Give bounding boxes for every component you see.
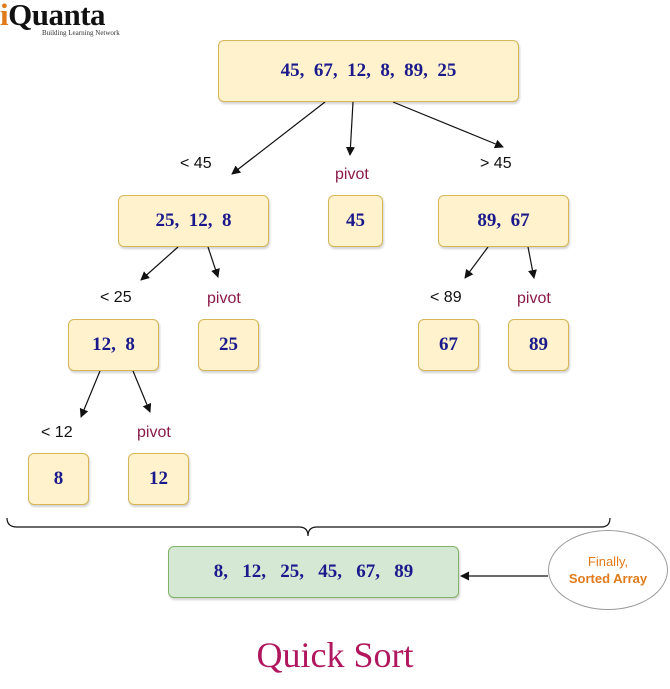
arrow-root-to-right bbox=[392, 101, 504, 149]
arrow-left-to-pivot25 bbox=[207, 246, 220, 278]
arrow-leftleft-to-8 bbox=[79, 370, 101, 418]
node-left: 25, 12, 8 bbox=[118, 195, 269, 247]
label-less-than-89: < 89 bbox=[430, 289, 462, 306]
arrow-right-to-67 bbox=[464, 246, 489, 279]
node-pivot-12: 12 bbox=[128, 453, 189, 505]
arrow-root-to-pivot bbox=[345, 101, 355, 156]
arrow-root-to-left bbox=[231, 101, 326, 175]
node-sorted-result: 8, 12, 25, 45, 67, 89 bbox=[168, 546, 459, 598]
label-greater-than-45: > 45 bbox=[480, 155, 512, 172]
logo-wordmark: iQuanta bbox=[0, 0, 106, 33]
iquanta-logo: iQuanta Building Learning Network bbox=[0, 0, 140, 40]
logo-name: Quanta bbox=[8, 0, 106, 32]
label-pivot-12: pivot bbox=[137, 424, 171, 441]
label-less-than-25: < 25 bbox=[100, 289, 132, 306]
label-less-than-12: < 12 bbox=[41, 424, 73, 441]
logo-accent: i bbox=[0, 0, 9, 32]
node-pivot-25: 25 bbox=[198, 319, 259, 371]
node-leaf-8: 8 bbox=[28, 453, 89, 505]
node-left-left: 12, 8 bbox=[68, 319, 159, 371]
diagram-title: Quick Sort bbox=[256, 635, 414, 675]
label-less-than-45: < 45 bbox=[180, 155, 212, 172]
label-pivot-89: pivot bbox=[517, 290, 551, 307]
bottom-brace bbox=[6, 517, 611, 537]
arrow-left-to-leftleft bbox=[140, 246, 179, 281]
node-right-left: 67 bbox=[418, 319, 479, 371]
node-root: 45, 67, 12, 8, 89, 25 bbox=[218, 40, 519, 102]
arrow-leftleft-to-pivot12 bbox=[132, 370, 152, 413]
node-right: 89, 67 bbox=[438, 195, 569, 247]
arrow-right-to-pivot89 bbox=[527, 246, 537, 279]
sorted-array-callout: Finally, Sorted Array bbox=[548, 530, 668, 610]
node-pivot-89: 89 bbox=[508, 319, 569, 371]
node-pivot-45: 45 bbox=[328, 195, 383, 247]
callout-line-2: Sorted Array bbox=[568, 571, 648, 586]
callout-line-1: Finally, bbox=[587, 554, 629, 569]
label-pivot-25: pivot bbox=[207, 290, 241, 307]
logo-tagline: Building Learning Network bbox=[42, 29, 120, 37]
label-pivot-45: pivot bbox=[335, 166, 369, 183]
